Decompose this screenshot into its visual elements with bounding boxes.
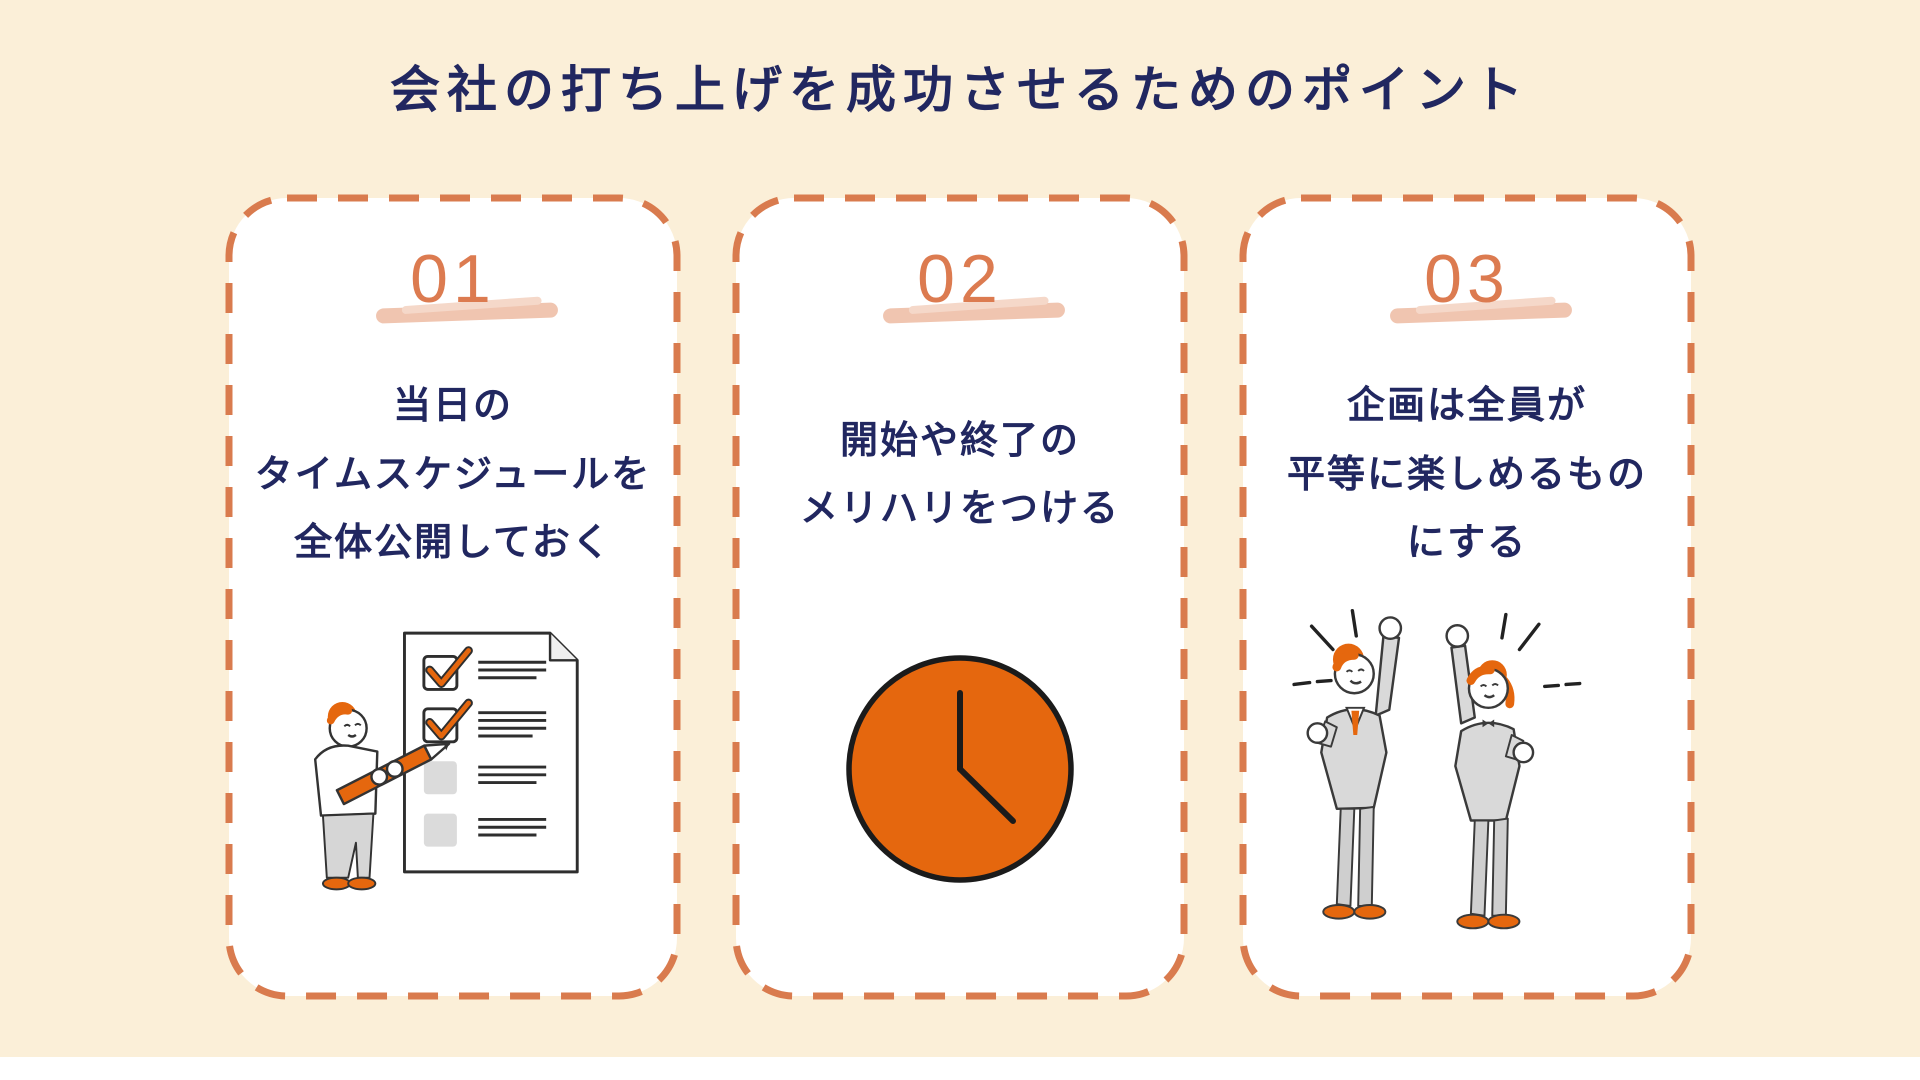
caption-line: 当日の <box>392 385 513 428</box>
checklist-person-illustration <box>313 631 579 891</box>
point-caption: 企画は全員が 平等に楽しめるもの にする <box>1239 351 1695 599</box>
point-caption: 開始や終了の メリハリをつける <box>732 351 1188 599</box>
caption-line: 企画は全員が <box>1346 385 1587 428</box>
page-title: 会社の打ち上げを成功させるためのポイント <box>390 62 1530 118</box>
point-card-3: 03 企画は全員が 平等に楽しめるもの にする <box>1239 194 1695 1000</box>
caption-line: タイムスケジュールを <box>254 453 652 496</box>
point-caption: 当日の タイムスケジュールを 全体公開しておく <box>225 351 681 599</box>
caption-line: 平等に楽しめるもの <box>1286 453 1647 496</box>
cheering-people-illustration <box>1292 608 1582 930</box>
clock-illustration <box>846 655 1074 883</box>
point-card-1: 01 当日の タイムスケジュールを 全体公開しておく <box>225 194 681 1000</box>
caption-line: にする <box>1406 522 1528 565</box>
illustration-area <box>732 599 1188 939</box>
points-container: 01 当日の タイムスケジュールを 全体公開しておく <box>0 194 1920 1000</box>
point-number: 01 <box>410 241 496 317</box>
card-content: 02 開始や終了の メリハリをつける <box>732 194 1188 1000</box>
caption-line: 開始や終了の <box>839 419 1080 462</box>
point-number: 02 <box>917 241 1003 317</box>
illustration-area <box>225 599 681 939</box>
bottom-white-strip <box>0 1057 1920 1080</box>
card-dashed-border <box>732 194 1188 1000</box>
card-content: 01 当日の タイムスケジュールを 全体公開しておく <box>225 194 681 1000</box>
point-card-2: 02 開始や終了の メリハリをつける <box>732 194 1188 1000</box>
caption-line: 全体公開しておく <box>294 522 612 565</box>
illustration-area <box>1239 599 1695 939</box>
point-number: 03 <box>1424 241 1510 317</box>
caption-line: メリハリをつける <box>799 488 1120 530</box>
card-content: 03 企画は全員が 平等に楽しめるもの にする <box>1239 194 1695 1000</box>
